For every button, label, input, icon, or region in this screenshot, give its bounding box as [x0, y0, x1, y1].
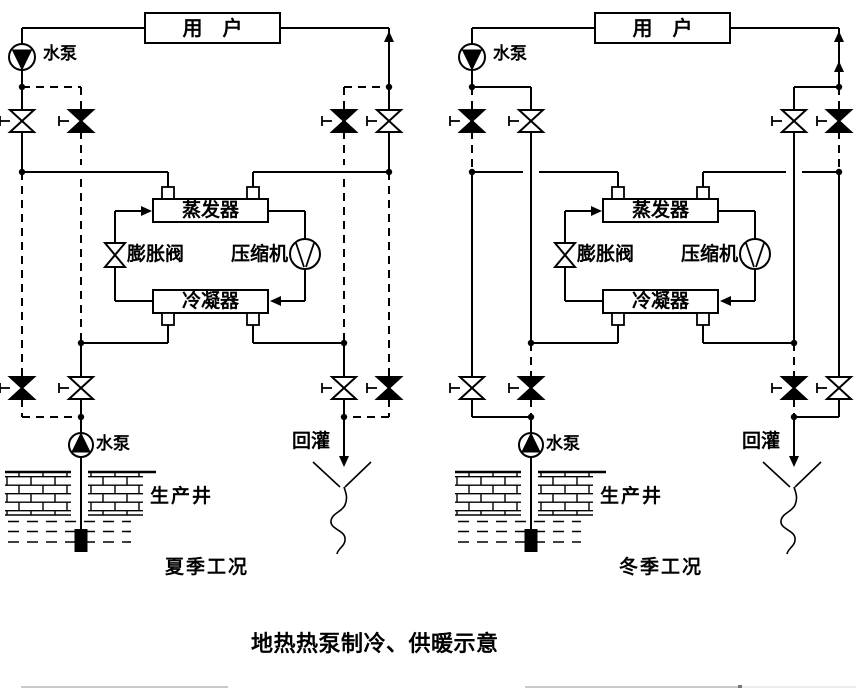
- winter-production-well-label: 生产井: [600, 485, 664, 507]
- winter-compressor-label: 压缩机: [681, 243, 739, 265]
- bottom-outer-right-open-valve: [816, 376, 854, 400]
- winter-reinjection-label: 回灌: [742, 430, 781, 452]
- top-outer-left-closed-valve: [449, 109, 487, 133]
- winter-pump-top-label: 水泵: [493, 44, 527, 64]
- summer-production-well-label: 生产井: [150, 485, 214, 507]
- winter-expansion-valve-label: 膨胀阀: [577, 243, 635, 265]
- bottom-inner-left-closed-valve: [508, 376, 546, 400]
- top-inner-right-open-valve: [771, 109, 809, 133]
- top-inner-left-open-valve: [508, 109, 546, 133]
- well-pump-symbol: [518, 432, 544, 458]
- footer-rule-left: [21, 686, 228, 688]
- winter-diagram: [449, 12, 854, 555]
- compressor-symbol: [289, 238, 321, 270]
- bottom-outer-left-closed-valve: [0, 376, 37, 400]
- top-inner-right-closed-valve: [321, 109, 359, 133]
- circulation-pump-symbol: [8, 43, 36, 71]
- bottom-inner-left-open-valve: [58, 376, 96, 400]
- bottom-inner-right-open-valve: [321, 376, 359, 400]
- winter-condenser-label: 冷凝器: [631, 290, 689, 312]
- bottom-inner-right-closed-valve: [771, 376, 809, 400]
- bottom-outer-left-open-valve: [449, 376, 487, 400]
- top-outer-right-open-valve: [366, 109, 404, 133]
- summer-condenser-label: 冷凝器: [181, 290, 239, 312]
- top-outer-left-open-valve: [0, 109, 37, 133]
- expansion-valve-symbol: [102, 242, 128, 268]
- bottom-outer-right-closed-valve: [366, 376, 404, 400]
- winter-condition-title: 冬季工况: [619, 556, 704, 578]
- well-pump-symbol: [68, 432, 94, 458]
- summer-pump-bottom-label: 水泵: [96, 434, 130, 454]
- summer-evaporator-label: 蒸发器: [181, 199, 239, 221]
- summer-pump-top-label: 水泵: [43, 44, 77, 64]
- compressor-symbol: [739, 238, 771, 270]
- summer-diagram: [0, 12, 404, 555]
- figure-caption: 地热热泵制冷、供暖示意: [251, 632, 499, 657]
- footer-rule-right: [525, 686, 739, 688]
- top-inner-left-closed-valve: [58, 109, 96, 133]
- summer-compressor-label: 压缩机: [231, 243, 289, 265]
- summer-user-label: 用 户: [182, 16, 243, 40]
- expansion-valve-symbol: [552, 242, 578, 268]
- summer-expansion-valve-label: 膨胀阀: [127, 243, 185, 265]
- summer-condition-title: 夏季工况: [165, 556, 250, 578]
- summer-reinjection-label: 回灌: [292, 430, 331, 452]
- winter-pump-bottom-label: 水泵: [546, 434, 580, 454]
- footer-rule-tick: [738, 685, 742, 688]
- footer-rule-faint: [742, 686, 856, 688]
- circulation-pump-symbol: [458, 43, 486, 71]
- winter-evaporator-label: 蒸发器: [631, 199, 689, 221]
- top-outer-right-closed-valve: [816, 109, 854, 133]
- winter-user-label: 用 户: [632, 16, 693, 40]
